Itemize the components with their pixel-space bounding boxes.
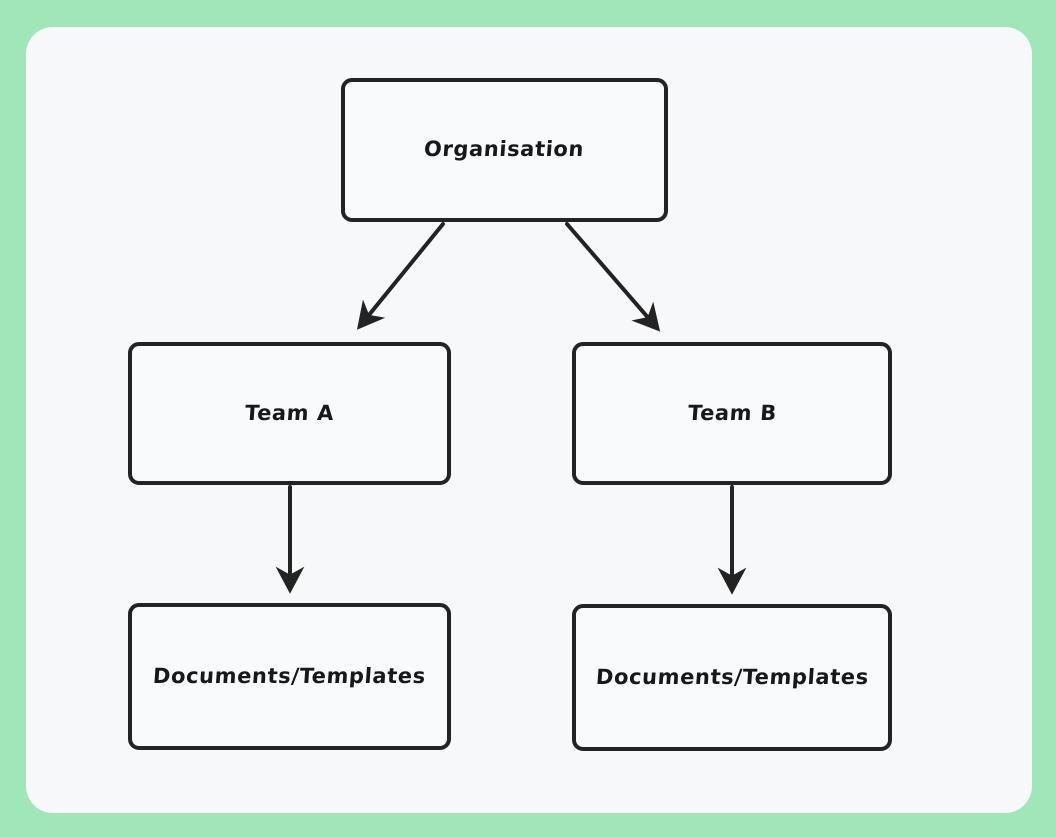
- node-team-a-label: Team A: [244, 400, 335, 425]
- edge-organisation-to-team-b: [565, 222, 661, 332]
- node-documents-templates-b-label: Documents/Templates: [594, 664, 870, 689]
- edge-organisation-to-team-a: [356, 222, 445, 330]
- diagram-canvas: Organisation Team A Team B Documents/Tem…: [26, 27, 1032, 813]
- node-documents-templates-b[interactable]: Documents/Templates: [572, 604, 892, 751]
- node-organisation[interactable]: Organisation: [341, 78, 668, 222]
- node-documents-templates-a[interactable]: Documents/Templates: [128, 603, 451, 750]
- node-team-b-label: Team B: [686, 400, 778, 425]
- node-organisation-label: Organisation: [423, 137, 586, 162]
- node-team-b[interactable]: Team B: [572, 342, 892, 485]
- node-documents-templates-a-label: Documents/Templates: [152, 663, 427, 688]
- node-team-a[interactable]: Team A: [128, 342, 451, 485]
